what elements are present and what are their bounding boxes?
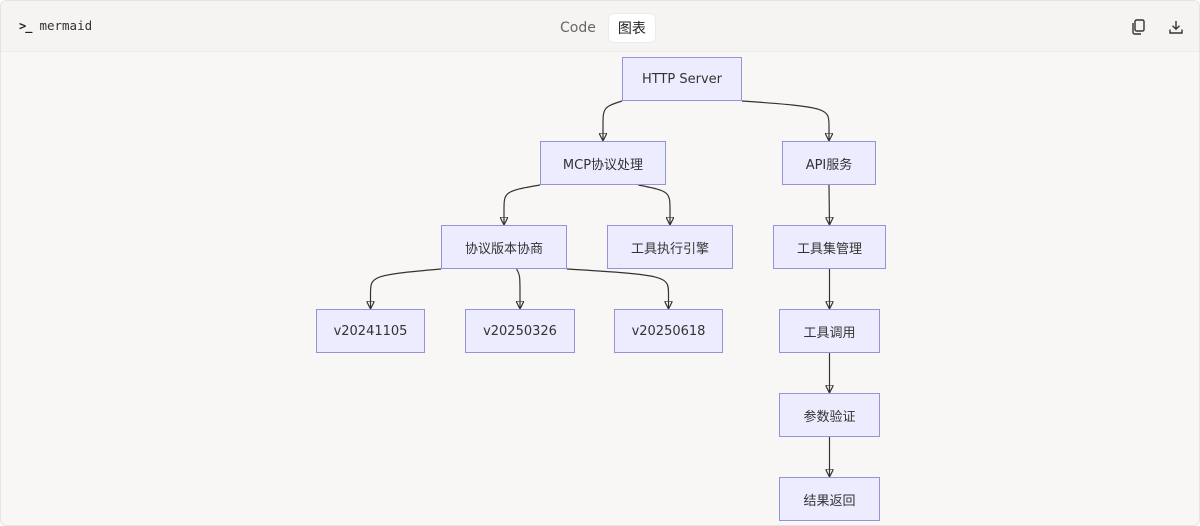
node-http-server[interactable]: HTTP Server [622,57,742,101]
node-tool-invoke[interactable]: 工具调用 [779,309,880,353]
node-version-negotiation[interactable]: 协议版本协商 [441,225,567,269]
edge-negotiate-to-v2 [517,268,520,308]
node-toolset-management[interactable]: 工具集管理 [773,225,886,269]
node-result-return[interactable]: 结果返回 [779,477,880,521]
download-icon [1169,21,1183,34]
node-version-20250618[interactable]: v20250618 [614,309,723,353]
edge-api-to-toolset [829,184,830,224]
edge-http-to-mcp [603,100,623,140]
copy-icon [1132,19,1145,35]
node-api-service[interactable]: API服务 [782,141,876,185]
node-version-20250326[interactable]: v20250326 [465,309,575,353]
edge-mcp-to-engine [638,184,670,224]
diagram-canvas: HTTP Server MCP协议处理 API服务 协议版本协商 工具执行引擎 … [1,52,1199,525]
node-tool-engine[interactable]: 工具执行引擎 [607,225,733,269]
language-label: >_ mermaid [19,18,92,33]
node-version-20241105[interactable]: v20241105 [316,309,425,353]
view-tabs: Code 图表 [551,14,655,42]
edge-negotiate-to-v1 [371,268,442,308]
edge-http-to-api [741,100,829,140]
copy-button[interactable] [1127,16,1149,38]
node-mcp-protocol[interactable]: MCP协议处理 [540,141,666,185]
tab-code[interactable]: Code [560,20,596,36]
node-param-validation[interactable]: 参数验证 [779,393,880,437]
edge-mcp-to-negotiate [504,184,541,224]
download-button[interactable] [1165,16,1187,38]
edge-negotiate-to-v3 [566,268,669,308]
language-name: mermaid [39,18,93,33]
terminal-icon: >_ [19,18,32,33]
edge-layer [1,100,1199,525]
code-block-toolbar: >_ mermaid Code 图表 [1,1,1199,52]
tab-diagram[interactable]: 图表 [608,14,655,42]
